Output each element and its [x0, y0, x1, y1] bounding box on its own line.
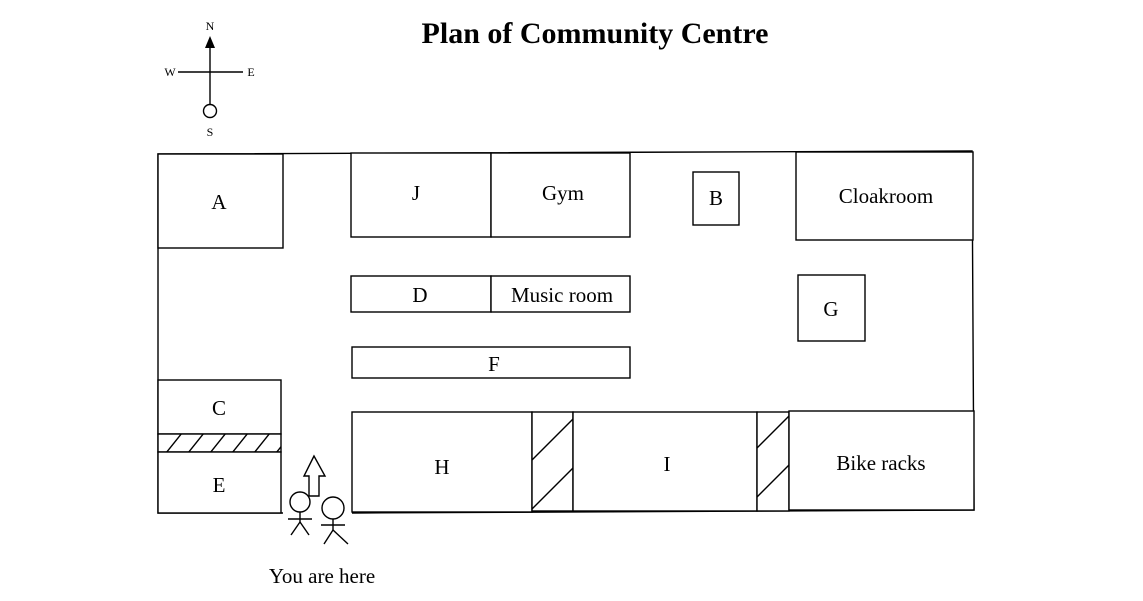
room-e[interactable]: [157, 451, 282, 514]
compass-south-label: S: [207, 125, 214, 139]
person-icon: [288, 491, 312, 536]
room-b-label: B: [709, 186, 723, 210]
room-cloakroom-label: Cloakroom: [839, 184, 934, 208]
north-arrow-icon: [205, 36, 215, 48]
room-d-label: D: [412, 283, 427, 307]
you-are-here-label: You are here: [269, 564, 375, 588]
page-title: Plan of Community Centre: [422, 17, 769, 50]
entry-arrow-icon: [302, 454, 327, 497]
bike-racks-label: Bike racks: [836, 451, 925, 475]
room-gym-label: Gym: [542, 181, 584, 205]
room-e-label: E: [213, 473, 226, 497]
room-d[interactable]: [350, 275, 492, 313]
room-i-label: I: [664, 452, 671, 476]
room-g[interactable]: [797, 274, 866, 342]
room-gym[interactable]: [490, 152, 631, 238]
room-music-room[interactable]: [490, 275, 631, 313]
room-a[interactable]: [157, 153, 284, 249]
room-i[interactable]: [572, 411, 758, 512]
room-b[interactable]: [692, 171, 740, 226]
room-c[interactable]: [157, 379, 282, 435]
stairs-c-e: [157, 433, 282, 453]
room-f-label: F: [488, 352, 500, 376]
compass-north-label: N: [206, 19, 215, 33]
room-f[interactable]: [351, 346, 631, 379]
room-cloakroom[interactable]: [795, 151, 974, 241]
room-g-label: G: [823, 297, 838, 321]
person-icon: [321, 496, 349, 545]
room-h-label: H: [434, 455, 449, 479]
south-marker-icon: [202, 103, 218, 119]
compass-west-label: W: [164, 65, 176, 79]
area-bike-racks[interactable]: [788, 410, 975, 511]
room-h[interactable]: [351, 411, 533, 513]
room-c-label: C: [212, 396, 226, 420]
room-j-label: J: [412, 181, 420, 205]
room-music-room-label: Music room: [511, 283, 613, 307]
stairs-h-i: [531, 411, 574, 512]
room-j[interactable]: [350, 152, 492, 238]
room-a-label: A: [211, 190, 227, 214]
compass-east-label: E: [247, 65, 254, 79]
stairs-i-bike-racks: [756, 411, 790, 512]
compass: N S W E: [164, 19, 254, 139]
